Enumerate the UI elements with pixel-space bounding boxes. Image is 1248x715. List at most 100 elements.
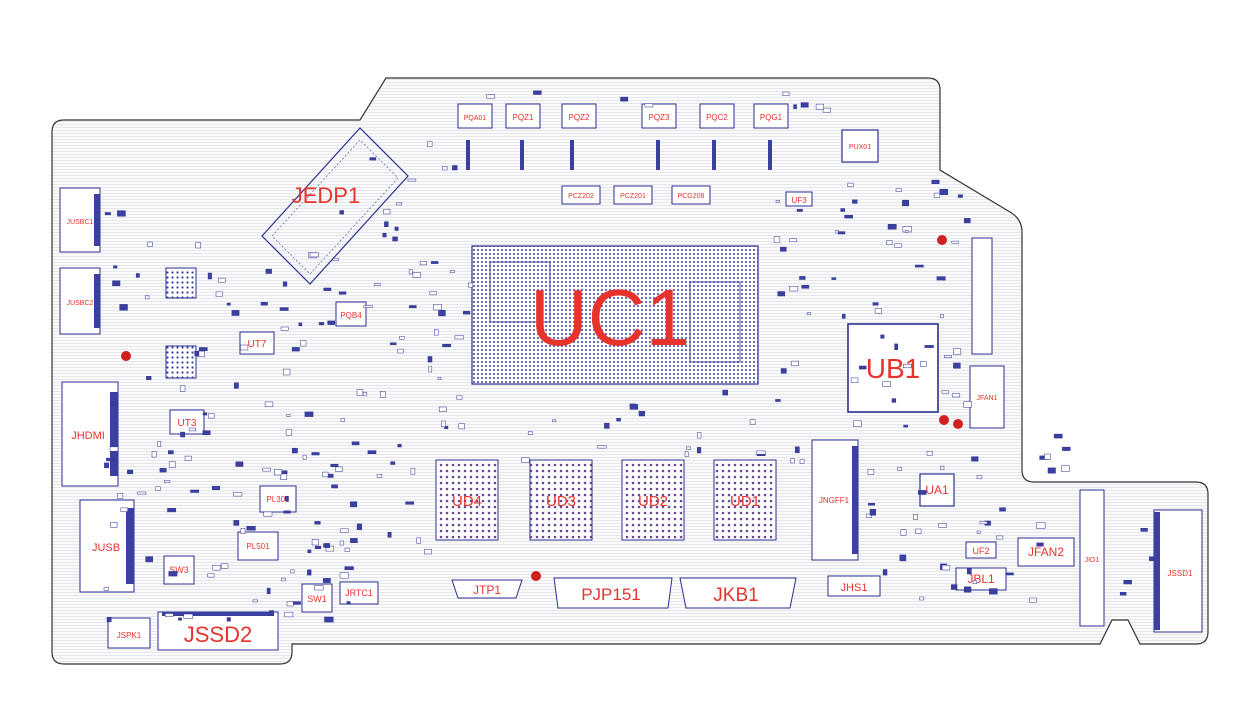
smd-part (963, 401, 972, 408)
smd-part (356, 523, 362, 531)
smd-part (442, 166, 448, 171)
smd-part (291, 447, 298, 454)
smd-part (117, 210, 126, 217)
smd-part (441, 420, 446, 428)
sw3-label: SW3 (169, 565, 189, 575)
smd-part (620, 96, 629, 102)
jspk1-connector: JSPK1 (107, 617, 151, 649)
smd-part (178, 617, 182, 621)
smd-part (1061, 465, 1070, 472)
smd-part (800, 102, 809, 108)
smd-part (756, 450, 766, 455)
smd-part (552, 419, 557, 423)
smd-part (438, 406, 447, 412)
jedp1-connector: JEDP1 (261, 127, 409, 285)
smd-part (831, 277, 837, 280)
smd-part (117, 492, 124, 499)
pl301-inductor: PL301 (259, 485, 297, 513)
smd-part (882, 381, 891, 387)
ud3-label: UD3 (546, 493, 576, 510)
smd-part (350, 501, 358, 508)
smd-part (199, 347, 208, 352)
smd-part (951, 240, 959, 244)
smd-part (939, 188, 949, 195)
smd-part (953, 362, 961, 369)
smd-part (323, 287, 332, 291)
smd-part (104, 212, 111, 216)
pux01-chip: PUX01 (841, 129, 879, 163)
smd-part (795, 446, 800, 453)
smd-part (957, 194, 963, 198)
smd-part (454, 335, 465, 340)
ua1-chip: UA1 (919, 473, 955, 507)
smd-part (382, 232, 387, 238)
smd-part (363, 305, 373, 308)
smd-part (437, 376, 442, 380)
smd-part (941, 390, 949, 394)
smd-part (240, 528, 246, 534)
smd-part (775, 399, 781, 402)
smd-part (979, 521, 988, 525)
smd-part (629, 404, 639, 410)
smd-part (300, 340, 307, 347)
pcz201-label: PCZ201 (620, 193, 646, 200)
smd-part (449, 270, 455, 273)
smd-part (369, 157, 377, 161)
smd-part (373, 283, 381, 286)
smd-part (434, 329, 439, 336)
smd-part (408, 269, 413, 275)
smd-part (886, 240, 893, 246)
smd-part (918, 490, 927, 495)
pl301-label: PL301 (266, 495, 290, 504)
smd-part (887, 224, 897, 230)
smd-part (920, 361, 927, 367)
smd-part (380, 391, 386, 398)
smd-part (644, 103, 654, 108)
smd-part (933, 192, 941, 198)
smd-part (931, 179, 940, 184)
smd-part (390, 461, 396, 465)
pl501-inductor: PL501 (237, 531, 279, 561)
smd-part (940, 314, 944, 319)
smd-part (314, 545, 322, 549)
smd-part (409, 305, 417, 309)
smd-part (913, 514, 918, 520)
jio1-label: JIO1 (1085, 557, 1100, 564)
memory-ud3: UD3 (529, 459, 593, 541)
jssd1-connector: JSSD1 (1153, 509, 1203, 633)
smd-part (527, 431, 533, 435)
smd-part (387, 531, 392, 538)
smd-part (279, 307, 289, 311)
smd-part (467, 282, 474, 288)
jssd2-connector: JSSD2 (157, 611, 279, 651)
uf3-label: UF3 (791, 196, 807, 205)
smd-part (616, 418, 621, 422)
smd-part (697, 447, 702, 454)
jhs1-label: JHS1 (841, 582, 868, 594)
smd-part (340, 528, 349, 533)
smd-part (872, 302, 879, 306)
smd-part (780, 368, 787, 374)
smd-part (202, 412, 208, 416)
smd-part (941, 564, 951, 571)
smd-part (775, 200, 780, 203)
smd-part (211, 485, 221, 491)
smd-part (1053, 433, 1063, 439)
smd-part (604, 422, 610, 429)
smd-part (145, 556, 153, 563)
smd-part (233, 520, 240, 526)
smd-part (220, 563, 229, 569)
smd-part (850, 377, 859, 383)
smd-part (311, 539, 319, 546)
smd-part (397, 444, 402, 448)
ud2-label: UD2 (638, 493, 668, 510)
smd-part (168, 461, 176, 468)
jkb1-connector: JKB1 (679, 577, 797, 609)
smd-part (104, 462, 110, 469)
jfan2-connector: JFAN2 (1017, 537, 1075, 567)
smd-part (226, 617, 231, 622)
smd-part (427, 356, 433, 363)
ut7-label: UT7 (248, 339, 267, 350)
smd-part (1140, 528, 1148, 532)
smd-part (1062, 446, 1071, 451)
